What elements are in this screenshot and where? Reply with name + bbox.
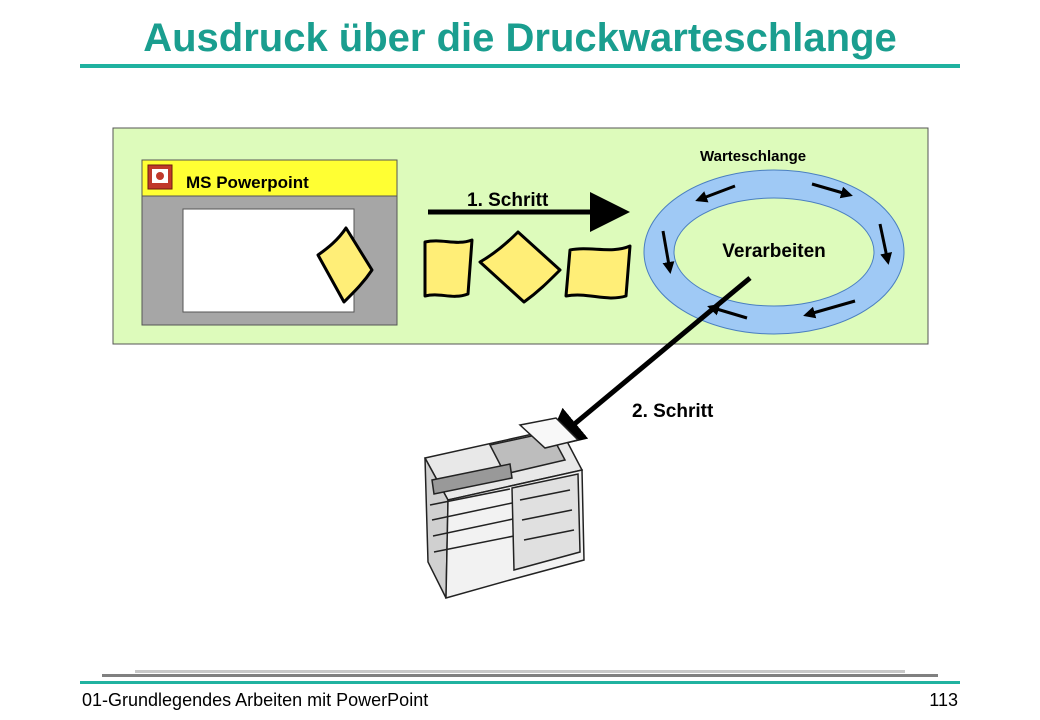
powerpoint-icon bbox=[147, 164, 173, 190]
step2-label: 2. Schritt bbox=[632, 401, 714, 422]
cycle-arrow-2 bbox=[878, 223, 893, 265]
window-title-text: MS Powerpoint bbox=[186, 173, 309, 192]
step2-arrow bbox=[544, 276, 752, 449]
powerpoint-window: MS Powerpoint bbox=[141, 159, 398, 326]
footer-accent-rule bbox=[80, 681, 960, 684]
paper-sheet-4 bbox=[564, 244, 632, 300]
cycle-arrow-6 bbox=[695, 184, 736, 203]
paper-sheet-2 bbox=[423, 238, 474, 298]
queue-cycle-arrows bbox=[661, 182, 893, 320]
slide-title: Ausdruck über die Druckwarteschlange bbox=[143, 16, 897, 60]
cycle-arrow-3 bbox=[803, 299, 856, 319]
cycle-arrow-1 bbox=[811, 182, 853, 199]
cycle-arrow-5 bbox=[661, 230, 675, 274]
footer-course-title: 01-Grundlegendes Arbeiten mit PowerPoint bbox=[82, 690, 429, 710]
page-number: 113 bbox=[929, 690, 958, 710]
printer-icon bbox=[423, 417, 585, 599]
paper-sheet-3 bbox=[478, 230, 562, 304]
footer-gray-rule bbox=[102, 674, 938, 677]
paper-sheet-1 bbox=[316, 226, 374, 304]
window-titlebar bbox=[141, 159, 398, 197]
step1-label: 1. Schritt bbox=[467, 190, 549, 211]
queue-label: Warteschlange bbox=[700, 148, 806, 165]
process-label: Verarbeiten bbox=[722, 241, 826, 262]
footer-shadow-rule bbox=[135, 670, 905, 673]
queue-ring bbox=[643, 169, 905, 335]
title-underline bbox=[80, 64, 960, 68]
